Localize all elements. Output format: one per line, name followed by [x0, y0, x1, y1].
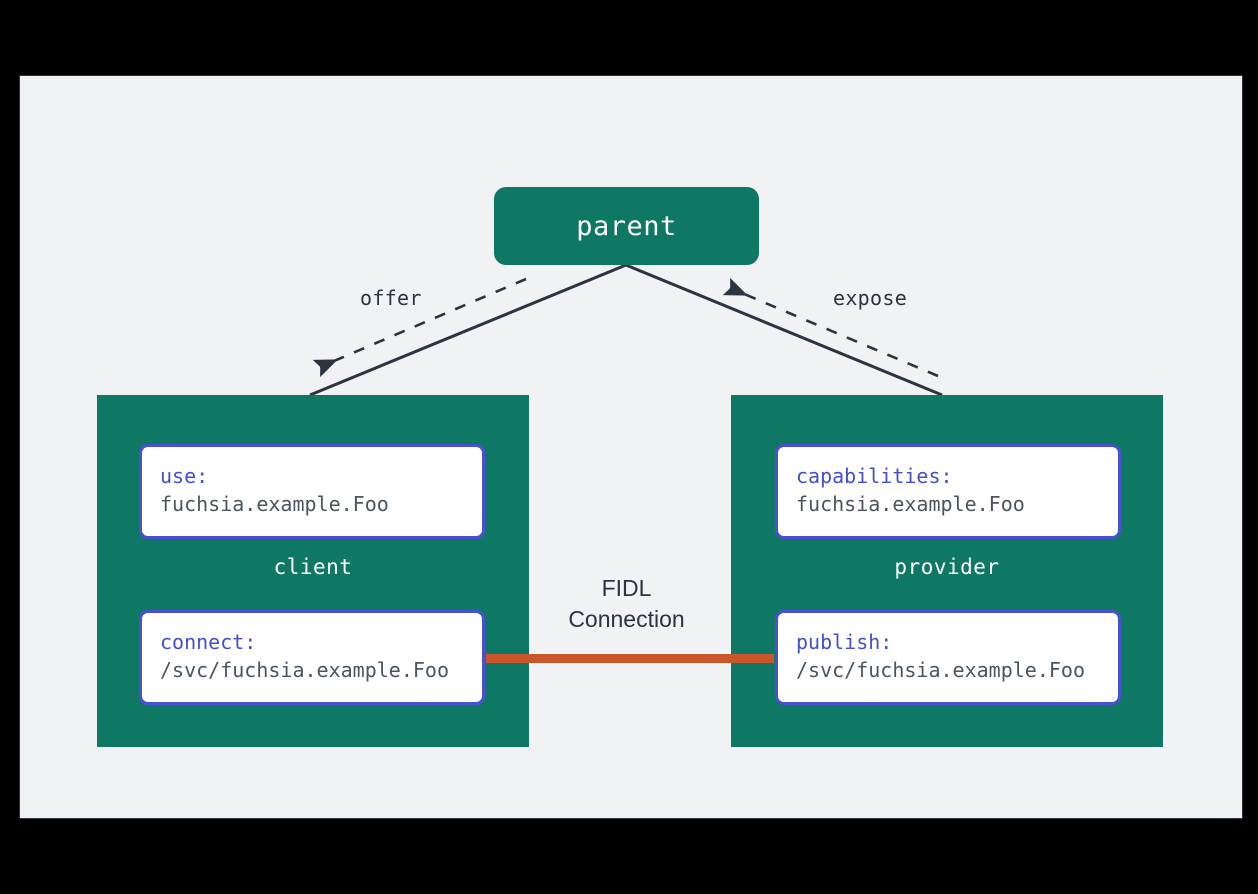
offer-arrow — [312, 277, 527, 378]
component-provider[interactable]: capabilities: fuchsia.example.Foo provid… — [731, 395, 1163, 747]
component-client[interactable]: use: fuchsia.example.Foo client connect:… — [97, 395, 529, 747]
parent-node[interactable]: parent — [494, 187, 759, 265]
fidl-connection-wire — [486, 654, 774, 663]
client-connect-value: /svc/fuchsia.example.Foo — [160, 657, 449, 682]
parent-label: parent — [576, 210, 677, 242]
hierarchy-line-client — [309, 263, 627, 397]
offer-label: offer — [360, 286, 422, 310]
client-use-value: fuchsia.example.Foo — [160, 491, 389, 516]
fidl-connection-line2: Connection — [568, 606, 685, 633]
fidl-connection-line1: FIDL — [601, 575, 652, 601]
client-connect-key: connect: — [160, 630, 257, 654]
provider-publish-value: /svc/fuchsia.example.Foo — [796, 657, 1085, 682]
fidl-connection-label: FIDL Connection — [494, 573, 759, 635]
client-use-card[interactable]: use: fuchsia.example.Foo — [139, 444, 485, 540]
provider-capabilities-value: fuchsia.example.Foo — [796, 491, 1025, 516]
diagram-canvas: parent offer expose use: fuchsia.example… — [19, 75, 1243, 819]
provider-publish-key: publish: — [796, 630, 893, 654]
provider-capabilities-key: capabilities: — [796, 464, 953, 488]
provider-publish-card[interactable]: publish: /svc/fuchsia.example.Foo — [775, 610, 1121, 706]
provider-capabilities-card[interactable]: capabilities: fuchsia.example.Foo — [775, 444, 1121, 540]
client-connect-card[interactable]: connect: /svc/fuchsia.example.Foo — [139, 610, 485, 706]
client-use-key: use: — [160, 464, 209, 488]
expose-label: expose — [833, 286, 908, 310]
hierarchy-line-provider — [625, 263, 943, 397]
provider-name-label: provider — [894, 555, 1000, 579]
client-name-label: client — [273, 555, 353, 579]
